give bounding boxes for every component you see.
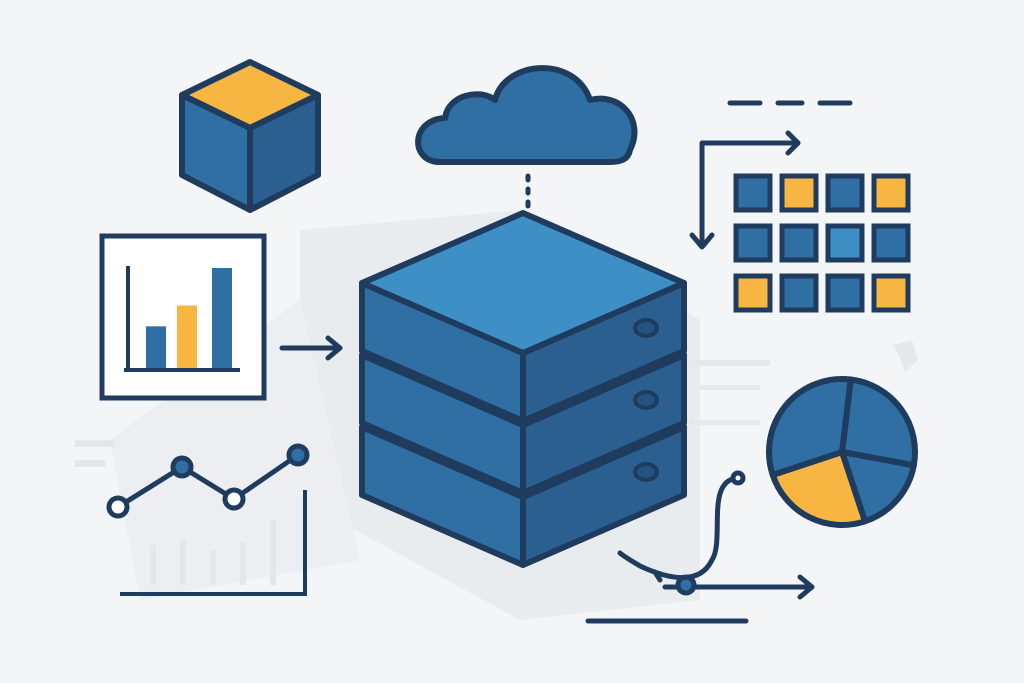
line-chart-icon: [106, 443, 310, 596]
grid-cell: [733, 173, 773, 213]
database-server-icon: [359, 210, 687, 568]
motion-line: [690, 420, 760, 425]
cable-connector-icon: [585, 470, 815, 624]
line-point: [106, 495, 130, 519]
bar: [177, 305, 197, 368]
grid-cell: [825, 173, 865, 213]
motion-line: [700, 385, 760, 390]
bar-chart-icon: [99, 233, 267, 401]
grid-cell: [871, 173, 911, 213]
bar: [212, 268, 232, 368]
bar: [146, 326, 166, 368]
cloud-shape: [415, 65, 638, 165]
line-chart-faint-bars: [150, 520, 276, 585]
line-point: [222, 487, 246, 511]
server-slot-indicator: [633, 462, 659, 482]
line-series: [116, 452, 300, 510]
grid-cells: [733, 173, 911, 313]
grid-cell: [779, 273, 819, 313]
pie-slice: [839, 376, 918, 469]
grid-cell: [779, 223, 819, 263]
server-face-top: [359, 210, 687, 356]
motion-line: [75, 460, 105, 467]
cube-right: [247, 92, 321, 213]
cable-arrow-head: [797, 574, 815, 600]
grid-cell: [871, 223, 911, 263]
cable-node: [675, 574, 697, 596]
motion-line: [75, 440, 115, 447]
cable-tick: [652, 569, 663, 583]
bar-chart-bars: [146, 268, 232, 368]
grid-cell: [733, 223, 773, 263]
grid-table-icon: [689, 100, 911, 313]
grid-cell: [733, 273, 773, 313]
cube-icon: [179, 59, 321, 213]
pie-chart-icon: [766, 376, 918, 528]
server-slot-indicator: [633, 390, 659, 410]
line-point: [286, 443, 310, 467]
grid-cell: [871, 273, 911, 313]
server-unit: [359, 210, 687, 424]
arrow-to-server: [279, 335, 343, 361]
line-chart-series: [106, 443, 310, 519]
pie-slice: [766, 376, 854, 478]
accent-mark: [893, 340, 918, 372]
floor-shadow-left: [110, 300, 360, 600]
grid-axis-arrows: [689, 130, 801, 250]
grid-cell: [779, 173, 819, 213]
line-point: [170, 455, 194, 479]
server-slot-indicator: [633, 318, 659, 338]
grid-cell: [825, 273, 865, 313]
motion-line: [690, 360, 770, 366]
cable-curve: [617, 475, 741, 581]
cable-plug: [730, 470, 746, 486]
grid-cell: [825, 223, 865, 263]
